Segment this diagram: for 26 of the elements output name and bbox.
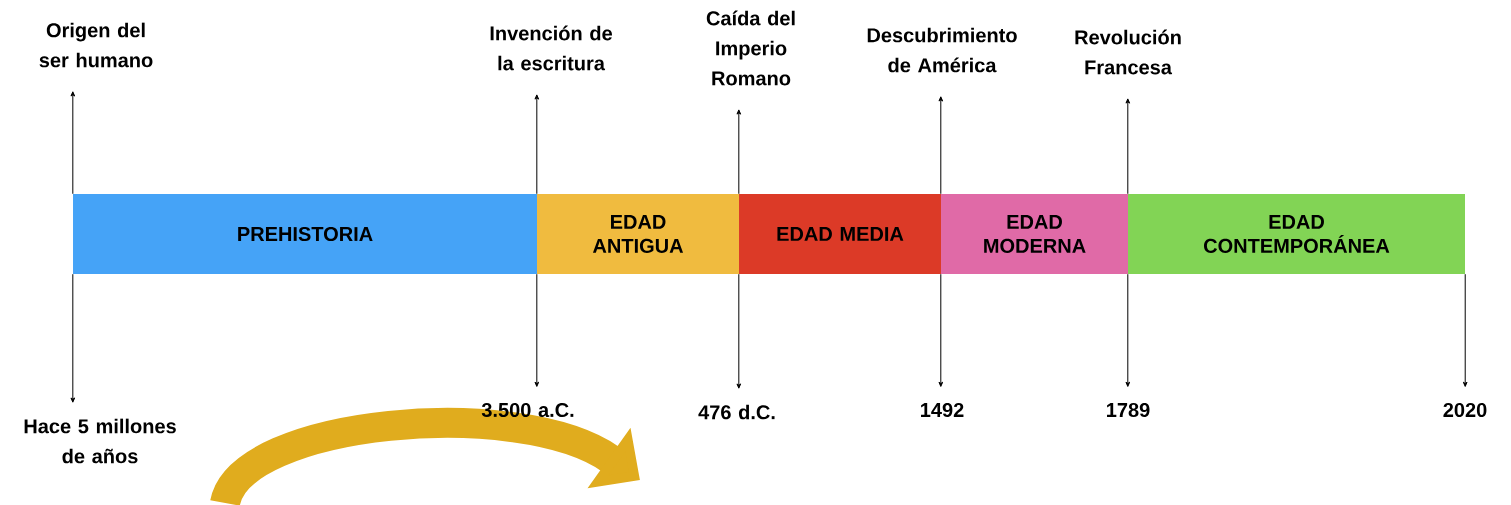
arrow <box>1125 273 1131 387</box>
era-band: EDAD CONTEMPORÁNEA <box>1128 194 1465 274</box>
arrow <box>1125 98 1131 195</box>
event-label: Origen del ser humano <box>39 22 153 68</box>
event-label: Revolución Francesa <box>1075 29 1181 75</box>
date-label: 476 d.C. <box>698 404 775 420</box>
arrow <box>938 273 944 387</box>
era-band: PREHISTORIA <box>73 194 537 274</box>
event-label: Caída del Imperio Romano <box>706 10 795 86</box>
arrow <box>1462 273 1468 387</box>
date-label: 1789 <box>1107 402 1150 418</box>
date-label: 2020 <box>1443 402 1487 418</box>
era-band: EDAD ANTIGUA <box>537 194 739 274</box>
arrow <box>70 91 76 195</box>
era-band: EDAD MEDIA <box>739 194 941 274</box>
date-label: Hace 5 millones de años <box>24 418 176 464</box>
arrow <box>938 96 944 195</box>
era-band: EDAD MODERNA <box>941 194 1128 274</box>
date-label: 1492 <box>921 402 964 418</box>
event-label: Descubrimiento de América <box>867 27 1017 73</box>
arrow <box>70 273 76 403</box>
arrow <box>534 94 540 195</box>
arrow <box>736 109 742 195</box>
arrow <box>736 273 742 389</box>
event-label: Invención de la escritura <box>490 25 612 71</box>
arrow <box>534 273 540 387</box>
